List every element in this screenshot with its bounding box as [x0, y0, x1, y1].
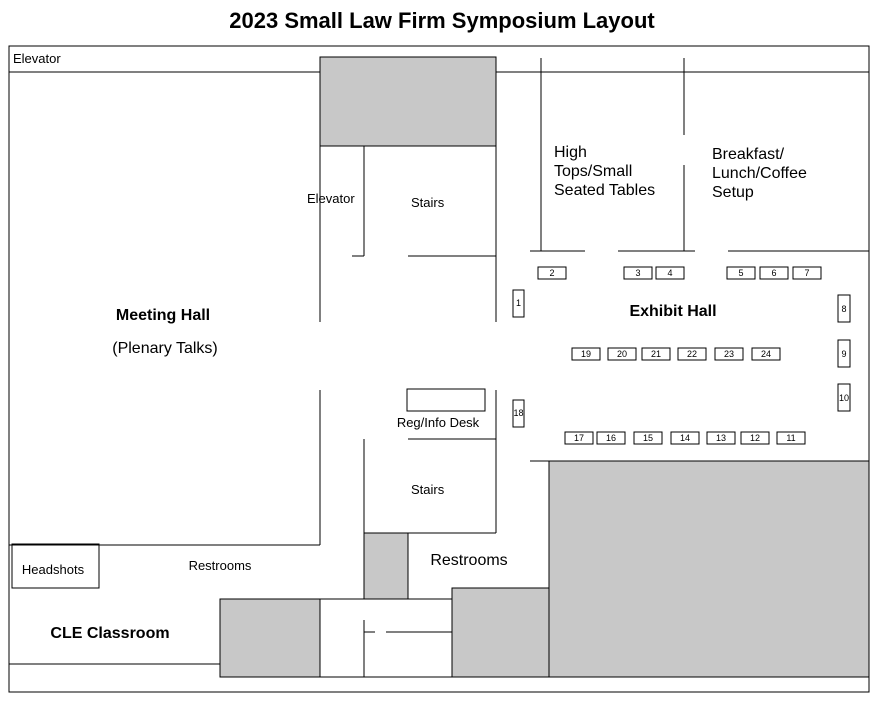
booth-19-label: 19	[581, 349, 591, 359]
meeting-hall-label: Meeting Hall	[116, 307, 210, 324]
cle-classroom-label: CLE Classroom	[50, 625, 169, 642]
booth-18	[512, 399, 525, 428]
booth-11	[776, 431, 806, 445]
booth-16-label: 16	[606, 433, 616, 443]
reg-info-desk	[406, 388, 486, 412]
booth-3-label: 3	[635, 268, 640, 278]
booth-14-label: 14	[680, 433, 690, 443]
booth-1	[512, 289, 525, 318]
booth-17	[564, 431, 594, 445]
booth-10	[837, 383, 851, 412]
stairs-lower-label: Stairs	[411, 482, 445, 497]
high-tops-label: High Tops/Small Seated Tables	[554, 144, 655, 199]
gray-block-bottom-left	[219, 598, 321, 678]
booth-9	[837, 339, 851, 368]
restrooms-center-label: Restrooms	[430, 552, 507, 569]
booth-2-label: 2	[549, 268, 554, 278]
exhibit-booths: 2 3 4 5 6 7 1 18 8 9 10 19 20 21 22	[512, 266, 851, 445]
booth-9-label: 9	[841, 349, 846, 359]
gray-block-small	[363, 532, 409, 600]
booth-20	[607, 347, 637, 361]
booth-6	[759, 266, 789, 280]
booth-24	[751, 347, 781, 361]
booth-4-label: 4	[667, 268, 672, 278]
booth-21	[641, 347, 671, 361]
booth-8-label: 8	[841, 304, 846, 314]
headshots-booth	[11, 543, 100, 589]
booth-12-label: 12	[750, 433, 760, 443]
booth-3	[623, 266, 653, 280]
booth-6-label: 6	[771, 268, 776, 278]
booth-16	[596, 431, 626, 445]
booth-4	[655, 266, 685, 280]
booth-11-label: 11	[786, 433, 795, 443]
booth-12	[740, 431, 770, 445]
booth-23-label: 23	[724, 349, 734, 359]
reg-info-desk-label: Reg/Info Desk	[397, 415, 480, 430]
plenary-talks-label: (Plenary Talks)	[112, 340, 218, 357]
headshots-label: Headshots	[22, 562, 85, 577]
elevator-center-label: Elevator	[307, 191, 355, 206]
booth-18-label: 18	[513, 408, 523, 418]
exhibit-hall-label: Exhibit Hall	[629, 303, 716, 320]
booth-21-label: 21	[651, 349, 661, 359]
stairs-upper-label: Stairs	[411, 195, 445, 210]
gray-block-right-large	[548, 460, 870, 678]
booth-17-label: 17	[574, 433, 584, 443]
booth-24-label: 24	[761, 349, 771, 359]
booth-7-label: 7	[804, 268, 809, 278]
breakfast-setup-label: Breakfast/ Lunch/Coffee Setup	[712, 146, 811, 201]
booth-20-label: 20	[617, 349, 627, 359]
gray-block-top	[319, 56, 497, 147]
booth-7	[792, 266, 822, 280]
diagram-title: 2023 Small Law Firm Symposium Layout	[229, 8, 655, 33]
booth-13	[706, 431, 736, 445]
booth-1-label: 1	[516, 298, 521, 308]
booth-8	[837, 294, 851, 323]
restrooms-left-label: Restrooms	[189, 558, 252, 573]
structural-blocks	[219, 56, 870, 678]
booth-2	[537, 266, 567, 280]
booth-5-label: 5	[738, 268, 743, 278]
booth-23	[714, 347, 744, 361]
booth-22-label: 22	[687, 349, 697, 359]
walls	[8, 45, 870, 693]
booth-10-label: 10	[839, 393, 849, 403]
gray-block-bottom-center	[451, 587, 550, 678]
booth-5	[726, 266, 756, 280]
booth-14	[670, 431, 700, 445]
booth-19	[571, 347, 601, 361]
booth-13-label: 13	[716, 433, 726, 443]
outer-wall	[8, 45, 870, 693]
booth-15	[633, 431, 663, 445]
booth-22	[677, 347, 707, 361]
booth-15-label: 15	[643, 433, 653, 443]
elevator-top-label: Elevator	[13, 51, 61, 66]
